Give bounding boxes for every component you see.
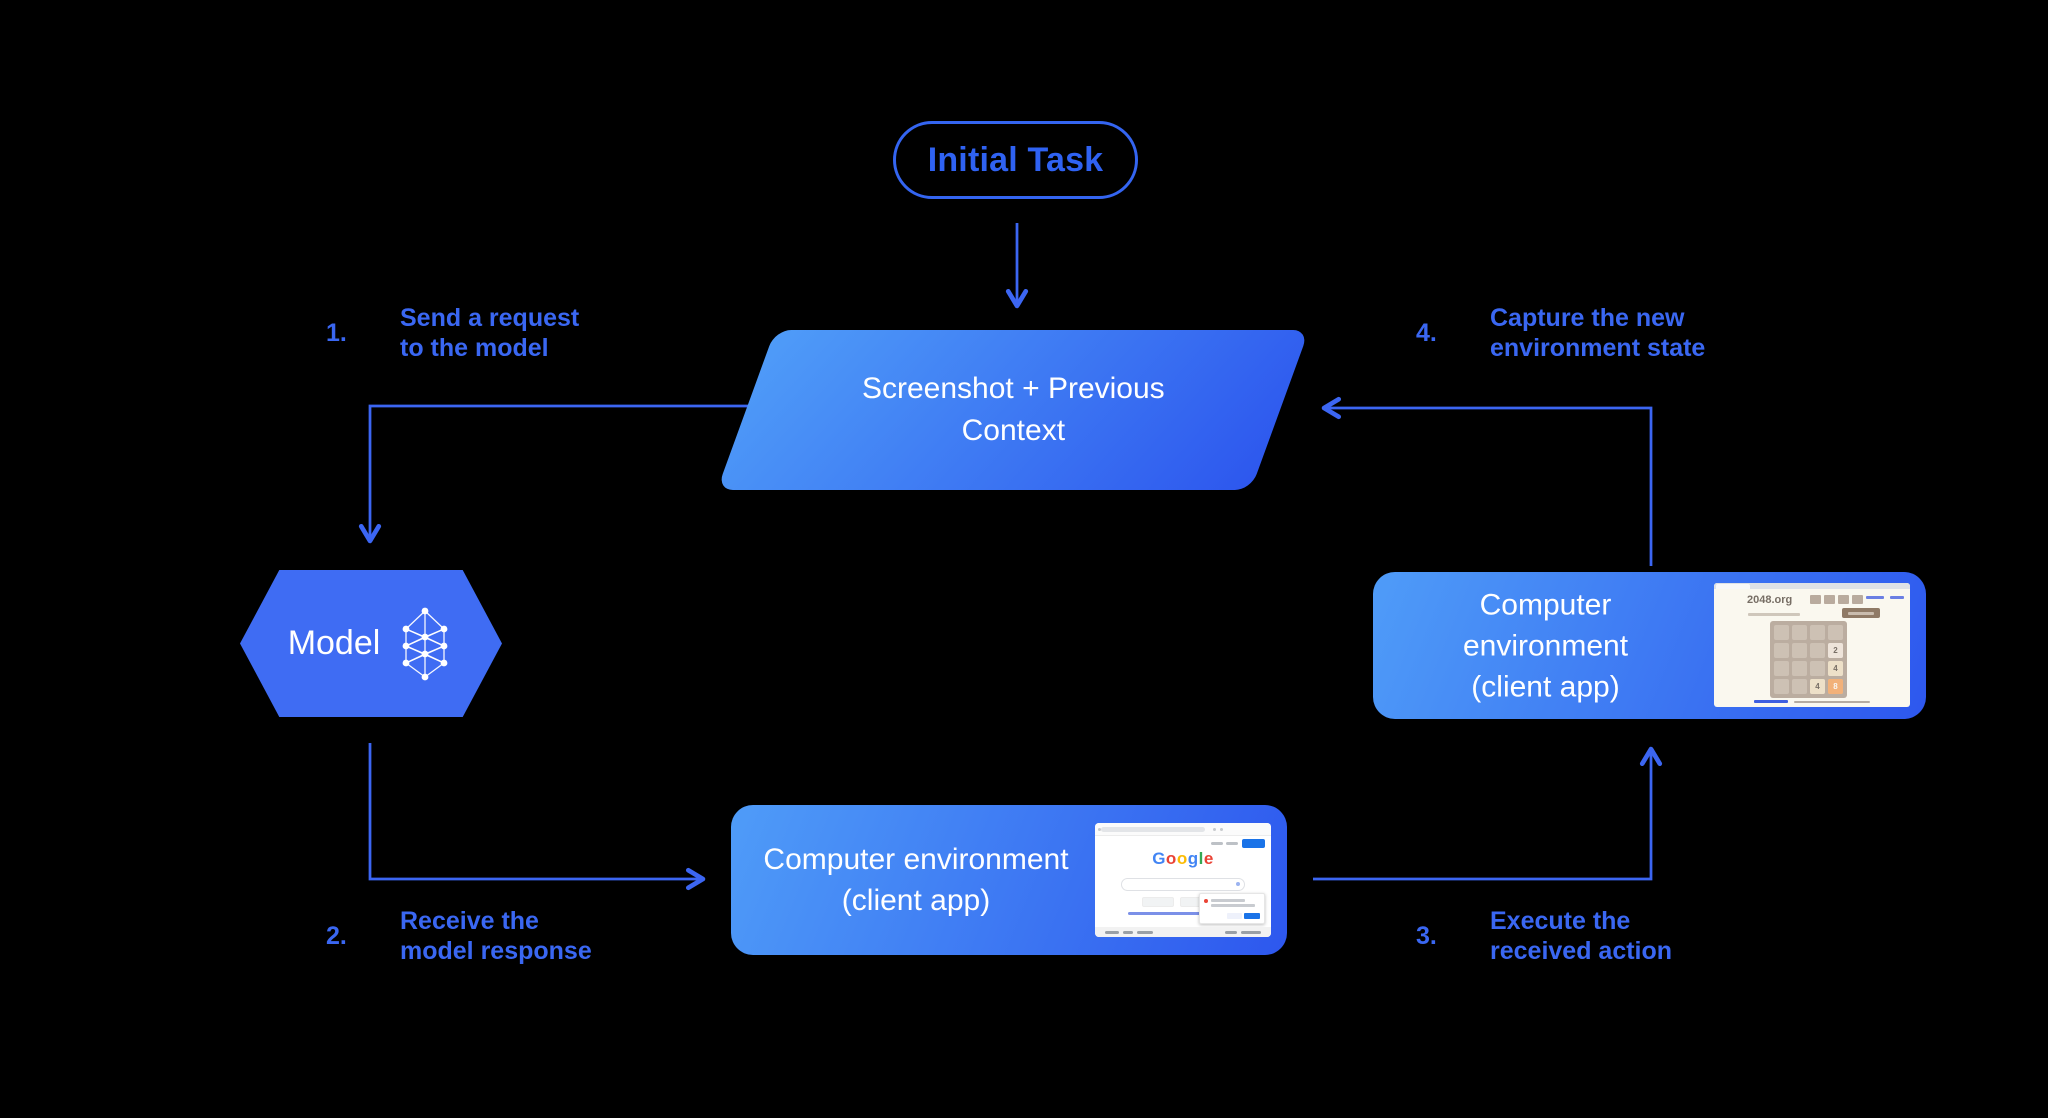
computer-environment-label: Computer environment (client app) xyxy=(763,843,1069,917)
score-box xyxy=(1838,595,1849,604)
initial-task-node: Initial Task xyxy=(893,121,1138,199)
browser-tab xyxy=(1716,584,1750,589)
computer-environment-node-bottom: Computer environment (client app) Google xyxy=(731,805,1287,955)
game-tile: 4 xyxy=(1828,661,1843,676)
score-box xyxy=(1810,595,1821,604)
gmail-link xyxy=(1211,842,1223,845)
game-tile: 4 xyxy=(1810,679,1825,694)
google-logo: Google xyxy=(1152,849,1214,868)
model-node: Model xyxy=(240,570,502,717)
cookie-dialog xyxy=(1199,893,1265,924)
mic-icon xyxy=(1236,882,1240,886)
extension-icon xyxy=(1213,828,1216,831)
profile-icon xyxy=(1220,828,1223,831)
footer-bar xyxy=(1095,927,1271,937)
neural-network-icon xyxy=(402,607,448,680)
screenshot-context-label: Screenshot + Previous Context xyxy=(861,372,1165,447)
images-link xyxy=(1226,842,1238,845)
score-box xyxy=(1824,595,1835,604)
arrow-env-to-env xyxy=(1313,746,1663,881)
google-homepage-thumbnail: Google xyxy=(1095,823,1271,937)
game-tile: 8 xyxy=(1828,679,1843,694)
dialog-icon xyxy=(1204,899,1208,903)
subtitle-text xyxy=(1748,613,1800,616)
footer-link xyxy=(1754,700,1788,703)
browser-tab-strip xyxy=(1714,583,1910,589)
dialog-accept-button xyxy=(1244,913,1260,919)
header-link xyxy=(1890,596,1904,599)
score-box xyxy=(1852,595,1863,604)
dialog-secondary-button xyxy=(1227,913,1242,919)
sign-in-button xyxy=(1242,839,1265,848)
browser-chrome xyxy=(1095,823,1271,836)
new-game-button xyxy=(1842,608,1880,618)
computer-environment-label: Computer environment (client app) xyxy=(1462,588,1629,703)
site-title: 2048.org xyxy=(1747,594,1793,606)
model-label: Model xyxy=(287,624,381,662)
game-2048-thumbnail: 2048.org 2 4 4 8 xyxy=(1714,583,1910,707)
arrow-context-to-model xyxy=(358,404,751,544)
game-tile: 2 xyxy=(1828,643,1843,658)
header-link xyxy=(1866,596,1884,599)
language-links xyxy=(1128,912,1238,915)
google-search-button xyxy=(1142,897,1174,907)
initial-task-label: Initial Task xyxy=(927,140,1104,179)
computer-environment-node-right: Computer environment (client app) 2048.o… xyxy=(1373,572,1926,719)
arrow-model-to-env xyxy=(368,743,706,891)
footer-text xyxy=(1794,700,1870,703)
window-control-icon xyxy=(1098,828,1101,831)
screenshot-context-node: Screenshot + Previous Context xyxy=(716,330,1310,490)
game-grid xyxy=(1770,621,1847,698)
arrow-env-to-context xyxy=(1321,396,1653,566)
search-input xyxy=(1121,878,1245,891)
address-bar xyxy=(1101,827,1205,832)
